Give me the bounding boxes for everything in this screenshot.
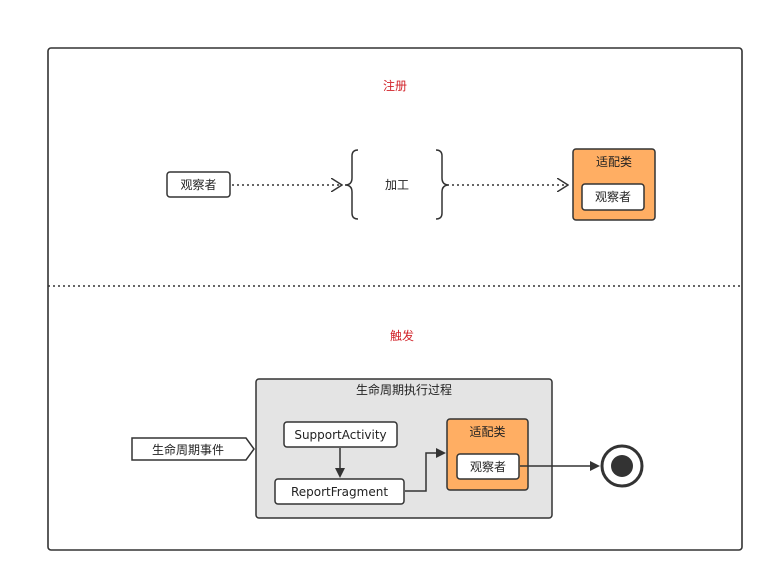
- adapter-node-bottom[interactable]: 适配类 观察者: [446, 418, 529, 491]
- support-activity-node[interactable]: SupportActivity: [283, 421, 398, 448]
- group-title: 生命周期执行过程: [356, 382, 452, 397]
- adapter-inner-label-bottom: 观察者: [470, 460, 506, 474]
- left-brace-icon: [344, 149, 359, 220]
- adapter-title-bottom: 适配类: [469, 425, 505, 439]
- connector-report-to-adapter: [405, 448, 446, 492]
- adapter-inner-label-top: 观察者: [595, 190, 631, 204]
- lifecycle-event-label: 生命周期事件: [152, 442, 224, 457]
- adapter-node-top[interactable]: 适配类 观察者: [572, 148, 656, 221]
- process-label: 加工: [385, 178, 409, 192]
- adapter-inner-observer-top[interactable]: [581, 183, 645, 211]
- report-fragment-label: ReportFragment: [291, 485, 388, 499]
- observer-label: 观察者: [180, 178, 216, 192]
- report-fragment-node[interactable]: ReportFragment: [274, 478, 405, 505]
- process-node[interactable]: 加工: [344, 149, 450, 220]
- right-brace-icon: [435, 149, 450, 220]
- adapter-title-top: 适配类: [596, 155, 632, 169]
- support-activity-label: SupportActivity: [294, 428, 386, 442]
- lifecycle-event-node[interactable]: 生命周期事件: [131, 437, 255, 461]
- trigger-title: 触发: [390, 328, 414, 343]
- adapter-inner-observer-bottom[interactable]: [456, 453, 520, 480]
- register-title: 注册: [383, 78, 407, 93]
- final-state-icon: [600, 444, 644, 488]
- observer-node[interactable]: 观察者: [166, 171, 231, 198]
